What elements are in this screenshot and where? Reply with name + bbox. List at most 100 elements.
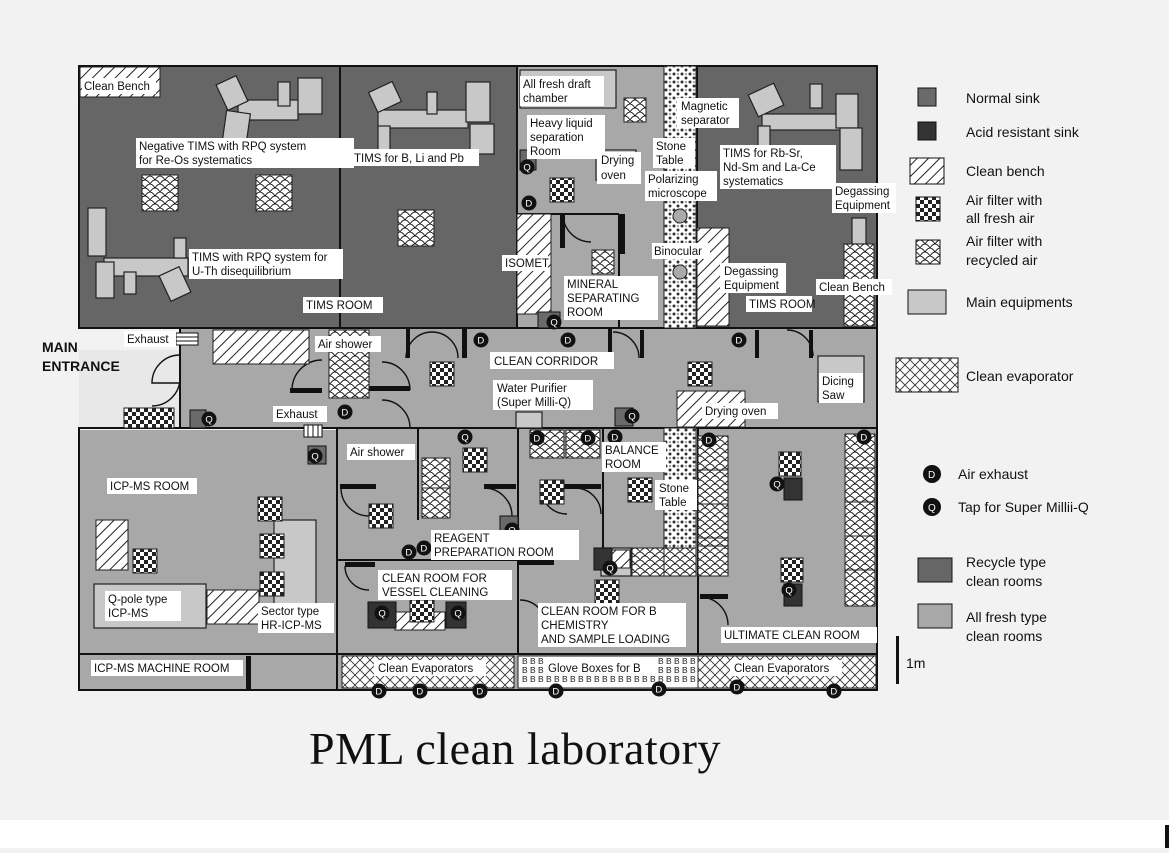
label-vessel-1: CLEAN ROOM FOR xyxy=(382,573,487,585)
legend-swatch-evaporator xyxy=(895,357,959,393)
label-mineral-sep-1: MINERAL xyxy=(567,279,619,291)
label-reagent-1: REAGENT xyxy=(434,533,490,545)
svg-text:Q: Q xyxy=(928,503,936,514)
label-tims-room-left: TIMS ROOM xyxy=(306,300,372,312)
svg-text:D: D xyxy=(552,687,559,698)
legend-recycled-filter-1: Air filter with xyxy=(966,233,1042,249)
glove-box-letter: B xyxy=(538,665,544,675)
label-magnetic-1: Magnetic xyxy=(681,101,728,113)
label-heavy-liquid-3: Room xyxy=(530,146,561,158)
label-negative-tims-2: for Re-Os systematics xyxy=(139,155,252,167)
glove-box-letter: B xyxy=(650,674,656,684)
svg-text:D: D xyxy=(705,436,712,447)
svg-text:Q: Q xyxy=(523,163,530,174)
svg-text:Q: Q xyxy=(628,412,635,423)
label-evaporators-left: Clean Evaporators xyxy=(378,663,473,675)
label-heavy-liquid-1: Heavy liquid xyxy=(530,118,593,130)
label-qpole-1: Q-pole type xyxy=(108,594,167,606)
air-exhaust-marker: D xyxy=(826,683,842,699)
label-drying-oven-corridor: Drying oven xyxy=(705,406,766,418)
label-glove-boxes: Glove Boxes for B xyxy=(548,663,641,675)
label-b-chem-1: CLEAN ROOM FOR B xyxy=(541,606,657,618)
label-water-purifier-1: Water Purifier xyxy=(497,383,567,395)
label-tims-uth-2: U-Th disequilibrium xyxy=(192,266,291,278)
label-icpms-room: ICP-MS ROOM xyxy=(110,481,189,493)
legend-air-exhaust: Air exhaust xyxy=(958,466,1028,482)
glove-box-letter: B xyxy=(602,674,608,684)
milliq-tap-marker: Q xyxy=(602,560,618,576)
legend-recycled-filter-2: recycled air xyxy=(966,252,1038,268)
legend-exhaust-marker: D xyxy=(923,465,941,483)
label-fresh-draft-1: All fresh draft xyxy=(523,79,592,91)
legend-swatch-fresh-room xyxy=(917,603,953,629)
legend-recycle-2: clean rooms xyxy=(966,573,1042,589)
glove-box-letter: B xyxy=(674,665,680,675)
label-balance-2: ROOM xyxy=(605,459,641,471)
label-tims-rbsr-2: Nd-Sm and La-Ce xyxy=(723,162,816,174)
label-main-entrance-2: ENTRANCE xyxy=(42,358,120,374)
svg-text:D: D xyxy=(928,470,935,481)
microscope-markers xyxy=(672,208,688,280)
legend-swatch-main-equipment xyxy=(907,289,947,315)
svg-text:D: D xyxy=(733,683,740,694)
glove-box-letter: B xyxy=(690,674,696,684)
air-exhaust-marker: D xyxy=(731,332,747,348)
svg-text:D: D xyxy=(533,434,540,445)
legend-fresh-filter-1: Air filter with xyxy=(966,192,1042,208)
glove-box-letter: B xyxy=(658,665,664,675)
air-exhaust-marker: D xyxy=(521,195,537,211)
svg-text:Q: Q xyxy=(785,586,792,597)
svg-text:D: D xyxy=(341,408,348,419)
exhaust-and-tap-markers: DQQDDDDQQQDDDQDDDDQQQQQQDDDDDDD xyxy=(201,159,872,699)
label-stone-table-top-1: Stone xyxy=(656,141,686,153)
svg-text:D: D xyxy=(584,434,591,445)
label-degassing-mid-1: Degassing xyxy=(724,266,778,278)
glove-box-letter: B xyxy=(658,674,664,684)
svg-text:D: D xyxy=(525,199,532,210)
svg-text:D: D xyxy=(735,336,742,347)
glove-box-letter: B xyxy=(666,665,672,675)
label-polarizing-2: microscope xyxy=(648,188,707,200)
label-polarizing-1: Polarizing xyxy=(648,174,699,186)
label-tims-rbsr-1: TIMS for Rb-Sr, xyxy=(723,148,803,160)
label-tims-room-right: TIMS ROOM xyxy=(749,299,815,311)
air-exhaust-marker: D xyxy=(548,683,564,699)
glove-box-letter: B xyxy=(538,674,544,684)
label-dicing-2: Saw xyxy=(822,390,845,402)
page-title: PML clean laboratory xyxy=(309,723,721,774)
label-icpms-machine-room: ICP-MS MACHINE ROOM xyxy=(94,663,229,675)
svg-text:D: D xyxy=(375,687,382,698)
glove-box-letter: B xyxy=(666,656,672,666)
air-exhaust-marker: D xyxy=(729,679,745,695)
svg-text:D: D xyxy=(405,548,412,559)
milliq-tap-marker: Q xyxy=(769,476,785,492)
milliq-tap-marker: Q xyxy=(519,159,535,175)
label-clean-bench-tl: Clean Bench xyxy=(84,81,150,93)
glove-box-letter: B xyxy=(522,665,528,675)
glove-box-letter: B xyxy=(554,674,560,684)
glove-box-letter: B xyxy=(538,656,544,666)
door-jambs xyxy=(246,214,813,690)
label-stone-table-top-2: Table xyxy=(656,155,684,167)
label-sector-1: Sector type xyxy=(261,606,319,618)
glove-box-letter: B xyxy=(530,665,536,675)
legend-swatch-recycled-filter xyxy=(915,239,941,265)
legend-normal-sink: Normal sink xyxy=(966,90,1041,106)
milliq-tap-marker: Q xyxy=(450,605,466,621)
label-isomet: ISOMET xyxy=(505,258,549,270)
label-qpole-2: ICP-MS xyxy=(108,608,149,620)
svg-text:Q: Q xyxy=(454,609,461,620)
label-reagent-2: PREPARATION ROOM xyxy=(434,547,554,559)
label-magnetic-2: separator xyxy=(681,115,730,127)
legend-swatch-fresh-filter xyxy=(915,196,941,222)
label-drying-oven-2: oven xyxy=(601,170,626,182)
air-exhaust-marker: D xyxy=(856,429,872,445)
legend-clean-bench: Clean bench xyxy=(966,163,1045,179)
svg-text:D: D xyxy=(564,336,571,347)
milliq-tap-marker: Q xyxy=(307,448,323,464)
clean-benches xyxy=(79,66,746,631)
label-fresh-draft-2: chamber xyxy=(523,93,568,105)
air-exhaust-marker: D xyxy=(473,332,489,348)
svg-text:Q: Q xyxy=(378,609,385,620)
